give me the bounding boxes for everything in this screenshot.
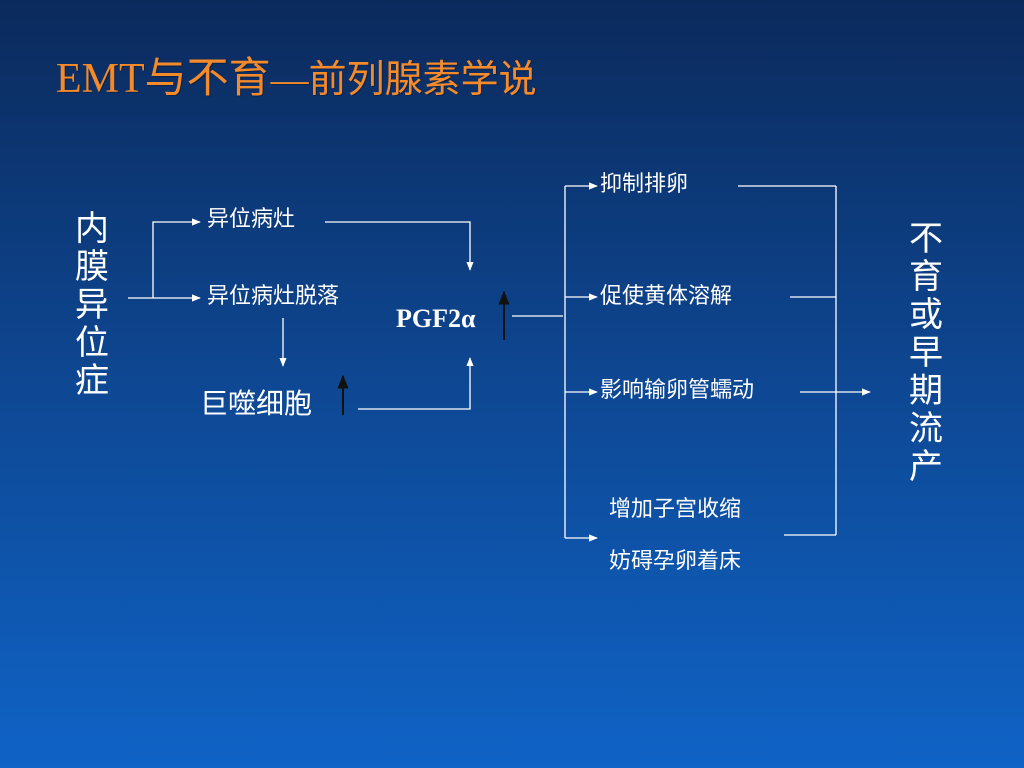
title-sub: —前列腺素学说 [270,59,537,101]
ectopic-focus-node: 异位病灶 [207,207,296,232]
focus-shedding-node: 异位病灶脱落 [207,284,340,309]
effect-inhibit-ovulation: 抑制排卵 [600,172,689,197]
arrow-macrophage-to-pgf [358,357,474,410]
macrophage-node: 巨噬细胞 [200,387,313,420]
arrow-focus-to-pgf [325,221,474,271]
slide-title: EMT与不育—前列腺素学说 [56,44,537,105]
endometriosis-label: 内膜异位症 [75,209,109,401]
arrow-to-ectopic-focus [152,218,201,298]
effect-impair-implantation: 妨碍孕卵着床 [609,549,742,574]
pgf2a-node: PGF2α [396,304,476,333]
infertility-outcome-label: 不育或早期流产 [909,219,943,487]
effect-uterine-contraction: 增加子宫收缩 [609,497,742,522]
title-main: EMT与不育 [56,56,271,102]
effect-tubal-motility: 影响输卵管蠕动 [600,378,755,403]
effect-luteolysis: 促使黄体溶解 [600,284,733,309]
